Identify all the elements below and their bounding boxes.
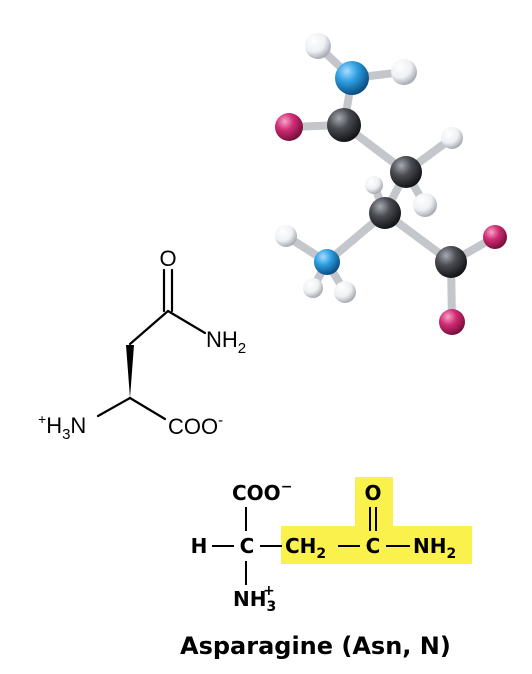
carbon-atom (327, 108, 361, 142)
carbon-atom (435, 246, 467, 278)
fischer-amide-subscript: 2 (446, 546, 456, 562)
molecule-caption: Asparagine (Asn, N) (180, 632, 451, 660)
carbon-atom (390, 156, 422, 188)
amide-nh-text: NH (206, 327, 238, 352)
carboxylate-label: COO- (168, 412, 223, 439)
amide-subscript: 2 (238, 340, 246, 357)
skeletal-formula: O NH2 +H3N COO- (38, 246, 246, 443)
carbonyl-oxygen-label: O (159, 246, 176, 271)
side-chain-highlight (281, 526, 472, 564)
fischer-methylene-label: CH2 (285, 534, 326, 562)
fischer-carbonyl-carbon-label: C (366, 534, 381, 558)
amine-label: +H3N (38, 411, 86, 443)
hydrogen-atom (365, 176, 383, 194)
oxygen-atom (439, 309, 465, 335)
amine-n-text: N (70, 413, 86, 438)
fischer-amide-text: NH (413, 534, 446, 558)
ball-and-stick-model (275, 33, 507, 335)
fischer-bonds (212, 507, 410, 585)
hydrogen-atom (441, 127, 463, 149)
fischer-hydrogen-label: H (191, 534, 208, 558)
skeletal-bonds (96, 268, 207, 421)
amine-charge: + (38, 411, 46, 427)
wedge-bond (126, 345, 134, 398)
carboxylate-charge: - (218, 412, 223, 429)
oxygen-atom (275, 113, 303, 141)
amine-subscript: 3 (62, 426, 70, 443)
fischer-formula: COO− H C CH2 C O NH2 NH3+ (191, 477, 472, 615)
hydrogen-atom (391, 59, 417, 85)
fischer-methylene-text: CH (285, 534, 316, 558)
amide-label: NH2 (206, 327, 246, 357)
bond (96, 396, 132, 418)
bond (128, 309, 170, 346)
fischer-amide-label: NH2 (413, 534, 456, 562)
bond (166, 309, 207, 335)
fischer-carboxylate-text: COO (232, 481, 281, 505)
carbonyl-highlight (355, 477, 393, 529)
nitrogen-atom (314, 249, 340, 275)
hydrogen-atom (305, 33, 331, 59)
fischer-amine-text: NH (233, 587, 266, 611)
fischer-amine-label: NH3+ (233, 583, 276, 615)
atoms (275, 33, 507, 335)
hydrogen-atom (334, 281, 356, 303)
bond (128, 396, 167, 421)
fischer-carboxylate-charge: − (281, 479, 293, 495)
fischer-amine-charge: + (263, 583, 275, 599)
fischer-carbonyl-oxygen-label: O (364, 481, 381, 505)
hydrogen-atom (413, 193, 437, 217)
oxygen-atom (483, 225, 507, 249)
fischer-amine-subscript: 3 (266, 599, 276, 615)
hydrogen-atom (303, 278, 323, 298)
carboxylate-text: COO (168, 414, 218, 439)
nitrogen-atom (335, 61, 369, 95)
fischer-alpha-carbon-label: C (240, 534, 255, 558)
hydrogen-atom (275, 225, 297, 247)
amine-h-text: H (46, 413, 62, 438)
carbon-atom (369, 197, 401, 229)
fischer-carboxylate-label: COO− (232, 479, 292, 505)
fischer-methylene-subscript: 2 (316, 546, 326, 562)
